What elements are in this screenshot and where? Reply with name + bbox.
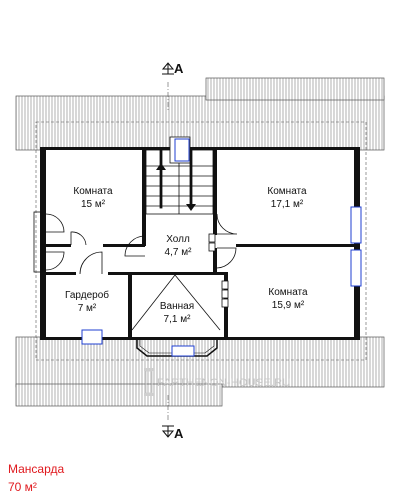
- balcony-door: [33, 211, 65, 273]
- room-2-area: 17,1 м²: [271, 199, 304, 210]
- hall-name: Холл: [166, 234, 190, 245]
- floor-area: 70 м²: [8, 480, 37, 494]
- hall-area: 4,7 м²: [165, 247, 193, 258]
- section-marker-top: A: [161, 61, 184, 110]
- windows: [81, 138, 362, 357]
- bathroom-name: Ванная: [160, 301, 194, 312]
- room-3-name: Комната: [268, 287, 308, 298]
- watermark: PARTHENON-HOUSE.RU: [157, 377, 291, 389]
- room-1-name: Комната: [73, 186, 113, 197]
- stair-arrow-up: [156, 163, 166, 200]
- window-right-upper: [350, 206, 362, 244]
- section-label-bottom: A: [174, 426, 184, 441]
- window-wardrobe: [81, 329, 103, 345]
- floor-name: Мансарда: [8, 462, 65, 476]
- stair-arrow-down: [186, 168, 196, 211]
- section-label-top: A: [174, 61, 184, 76]
- wardrobe-area: 7 м²: [78, 303, 97, 314]
- wardrobe-name: Гардероб: [65, 289, 109, 301]
- room-2-name: Комната: [267, 186, 307, 197]
- roof-overhang: [15, 77, 385, 407]
- radiator: [208, 233, 229, 308]
- watermark-column-icon: [144, 368, 154, 396]
- window-right-lower: [350, 249, 362, 287]
- section-marker-bottom: A: [161, 395, 184, 441]
- window-bath: [171, 345, 195, 357]
- room-1-area: 15 м²: [81, 199, 106, 210]
- room-3-area: 15,9 м²: [272, 300, 305, 311]
- window-top: [174, 138, 190, 162]
- doors: [70, 213, 238, 331]
- bathroom-area: 7,1 м²: [164, 314, 192, 325]
- room-labels: Комната 15 м² Комната 17,1 м² Холл 4,7 м…: [65, 186, 308, 325]
